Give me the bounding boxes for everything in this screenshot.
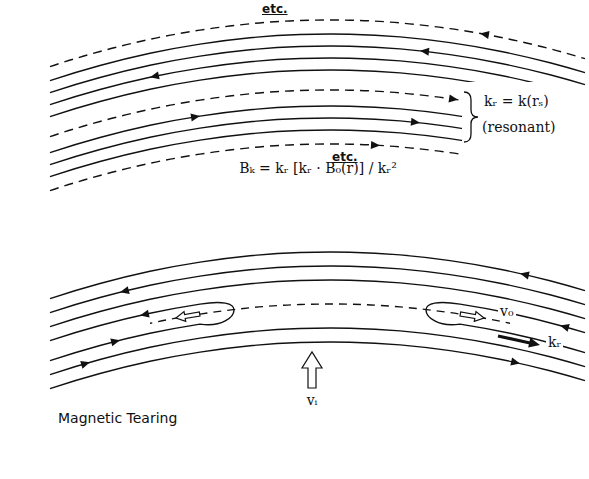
flow-arrow [460, 309, 485, 323]
sheared-field-lines [50, 130, 585, 177]
resonance-condition: kᵣ = k(rₛ) [484, 93, 549, 109]
flow-arrow [302, 352, 322, 388]
field-equation: Bₖ = kᵣ [kᵣ · B₀(r)] / kᵣ² [239, 160, 397, 176]
wavevector-arrow [528, 338, 541, 350]
sheared-field-lines [50, 70, 585, 117]
tearing-field-lines [150, 304, 510, 351]
sheared-field-lines [50, 20, 585, 191]
field-arrowheads [411, 118, 421, 127]
sheared-field-lines [50, 46, 585, 93]
sheared-field-lines [50, 106, 585, 153]
resonance-note: (resonant) [482, 119, 556, 135]
field-arrowheads [510, 358, 521, 368]
field-arrowheads [190, 112, 200, 121]
field-arrowheads [371, 141, 380, 150]
wavevector-label: kᵣ [546, 334, 563, 350]
tearing-field-lines [50, 252, 585, 389]
tearing-field-lines [50, 303, 234, 361]
figure-caption: Magnetic Tearing [58, 410, 177, 426]
tearing-field-lines [50, 342, 585, 389]
bracket [464, 92, 478, 142]
inflow-label: vᵢ [307, 392, 318, 408]
field-arrowheads [119, 286, 130, 296]
field-arrowheads [559, 322, 570, 332]
tearing-field-lines [150, 304, 510, 351]
continuation-note: etc. [332, 151, 358, 165]
sheared-field-lines [50, 144, 585, 191]
continuation-note: etc. [262, 3, 288, 17]
outflow-label: v₀ [498, 303, 516, 319]
flow-arrow [175, 309, 200, 323]
field-arrowheads [449, 95, 459, 104]
tearing-field-lines [50, 252, 585, 299]
wavevector-arrow [498, 336, 530, 343]
sheared-field-lines [50, 118, 585, 165]
field-arrowheads [110, 336, 121, 346]
tearing-field-lines [426, 303, 585, 353]
sheared-field-lines [50, 20, 585, 67]
sheared-field-lines [50, 34, 585, 81]
flow-arrow [175, 309, 485, 388]
field-arrowheads [80, 270, 569, 369]
field-arrowheads [139, 310, 149, 320]
field-arrowheads [479, 29, 489, 38]
field-arrowheads [149, 29, 489, 149]
wavevector-arrow [498, 336, 541, 350]
tearing-field-lines [50, 280, 585, 327]
sheared-field-lines [50, 58, 585, 191]
field-arrowheads [519, 270, 530, 280]
field-arrowheads [420, 47, 430, 56]
field-arrowheads [80, 358, 91, 368]
field-arrowheads [149, 72, 159, 82]
